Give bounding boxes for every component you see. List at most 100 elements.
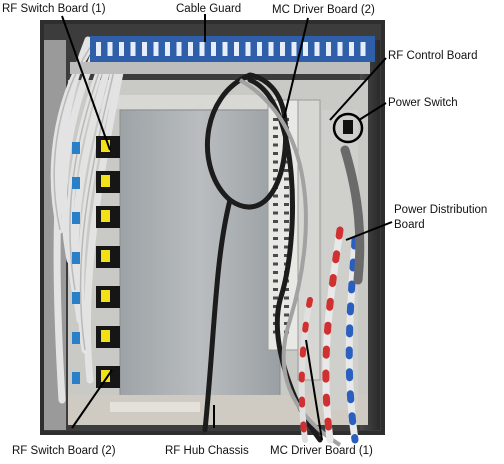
label-rf-switch-board-1: RF Switch Board (1)	[2, 3, 106, 15]
label-rf-control-board: RF Control Board	[388, 50, 478, 62]
blue-connector	[72, 332, 80, 344]
led-dot	[273, 203, 278, 206]
guard-slot	[119, 42, 124, 56]
yellow-connector	[101, 250, 110, 262]
label-rf-switch-board-2: RF Switch Board (2)	[12, 445, 116, 457]
led-dot	[273, 279, 278, 283]
led-dot	[284, 186, 289, 189]
guard-slot	[130, 42, 136, 56]
blue-connector	[72, 292, 80, 304]
led-dot	[284, 322, 289, 325]
guard-slot	[337, 42, 343, 56]
label-power-distribution-board-line2: Board	[394, 219, 425, 231]
guard-slot	[257, 42, 262, 56]
led-dot	[273, 296, 278, 300]
yellow-connector	[101, 290, 110, 302]
led-dot	[273, 271, 278, 274]
led-dot	[284, 220, 289, 223]
led-dot	[284, 211, 289, 215]
guard-slot	[176, 42, 182, 56]
label-rf-hub-chassis: RF Hub Chassis	[165, 445, 249, 457]
guard-slot	[107, 42, 113, 56]
led-dot	[273, 288, 278, 291]
led-dot	[284, 245, 289, 249]
guard-slot	[222, 42, 228, 56]
led-dot	[273, 194, 278, 198]
blue-connector	[72, 177, 80, 189]
guard-slot	[360, 42, 366, 56]
led-dot	[273, 220, 278, 223]
guard-slot	[245, 42, 251, 56]
led-dot	[284, 296, 289, 300]
led-dot	[273, 262, 278, 266]
leader-rf-switch-board-1	[61, 15, 111, 151]
guard-slot	[234, 42, 239, 56]
label-power-distribution-board-line1: Power Distribution	[394, 204, 488, 216]
guard-slot	[326, 42, 331, 56]
guard-slot	[142, 42, 147, 56]
led-dot	[284, 313, 289, 317]
yellow-connector	[101, 210, 110, 222]
cable-guard	[70, 36, 375, 74]
led-dot	[273, 177, 278, 181]
label-mc-driver-board-1: MC Driver Board (1)	[270, 445, 373, 457]
guard-slot	[188, 42, 193, 56]
guard-slot	[291, 42, 297, 56]
guard-slot	[96, 42, 101, 56]
circle-marker-icon	[332, 112, 364, 144]
led-dot	[273, 228, 278, 232]
led-dot	[273, 152, 278, 155]
yellow-connector	[101, 140, 110, 152]
label-cable-guard: Cable Guard	[176, 3, 242, 15]
leader-rf-switch-board-2	[71, 369, 113, 429]
yellow-connector	[101, 370, 110, 382]
led-dot	[284, 177, 289, 181]
blue-connector	[72, 252, 80, 264]
led-dot	[273, 169, 278, 172]
leader-power-switch	[358, 102, 387, 121]
led-dot	[284, 254, 289, 257]
led-dot	[273, 118, 278, 121]
guard-slot	[165, 42, 170, 56]
leader-rf-control-board	[329, 57, 387, 121]
led-dot	[273, 211, 278, 215]
led-dot	[273, 143, 278, 147]
guard-slot	[268, 42, 274, 56]
led-dot	[284, 169, 289, 172]
leader-mc-driver-board-2	[283, 17, 309, 119]
guard-slot	[280, 42, 285, 56]
cable-guard-slots	[96, 42, 366, 56]
led-dot	[284, 288, 289, 291]
led-dot	[273, 305, 278, 308]
led-dot	[273, 237, 278, 240]
led-dot	[273, 254, 278, 257]
guard-slot	[199, 42, 205, 56]
led-dot	[284, 194, 289, 198]
blue-connector	[72, 212, 80, 224]
blue-connector	[72, 372, 80, 384]
yellow-connector	[101, 175, 110, 187]
guard-slot	[153, 42, 159, 56]
yellow-connector	[101, 330, 110, 342]
led-dot	[273, 126, 278, 130]
led-dot	[284, 237, 289, 240]
leader-power-distribution-board	[345, 221, 393, 241]
led-dot	[273, 135, 278, 138]
right-cable-bundle	[298, 145, 365, 444]
connector-column	[72, 136, 120, 388]
guard-slot	[349, 42, 354, 56]
guard-slot	[211, 42, 216, 56]
led-dot	[284, 203, 289, 206]
led-dot	[273, 160, 278, 164]
leader-lines	[61, 14, 393, 441]
label-power-switch: Power Switch	[388, 97, 458, 109]
led-dot	[284, 160, 289, 164]
guard-slot	[303, 42, 308, 56]
power-switch-marker	[332, 112, 364, 144]
led-dot	[273, 245, 278, 249]
label-mc-driver-board-2: MC Driver Board (2)	[272, 4, 375, 16]
guard-slot	[314, 42, 320, 56]
led-dot	[284, 228, 289, 232]
led-dot	[284, 305, 289, 308]
